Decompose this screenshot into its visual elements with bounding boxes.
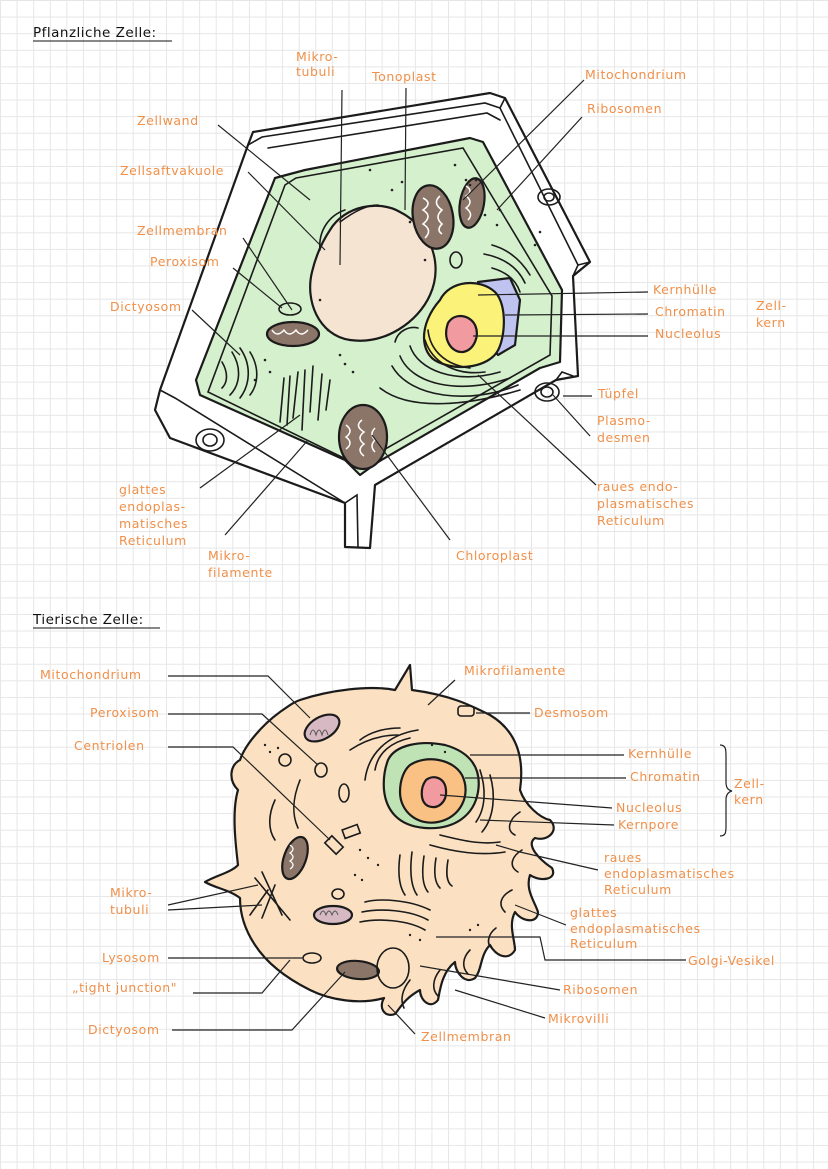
ribosomen-dots (253, 163, 542, 382)
a-label-dictyosom: Dictyosom (88, 1022, 160, 1037)
label-zellwand: Zellwand (137, 113, 199, 128)
peroxisom-animal-3 (278, 753, 292, 767)
raues-er (379, 244, 531, 405)
animal-nucleus (364, 729, 495, 833)
a-label-ribosomen: Ribosomen (563, 982, 638, 997)
mitochondrium (458, 177, 486, 229)
label-peroxisom: Peroxisom (150, 254, 220, 269)
label-chloroplast: Chloroplast (456, 548, 533, 563)
a-label-tight-junction: „tight junction" (72, 980, 177, 995)
plant-cell (153, 79, 649, 550)
label-glattes-er-3: matisches (119, 516, 188, 531)
zellkern-brace (719, 744, 733, 837)
label-chromatin: Chromatin (655, 304, 726, 319)
centriole (323, 834, 345, 856)
tuepfel-pit (537, 188, 561, 206)
peroxisom (278, 302, 302, 316)
a-label-raues-er-1: raues (604, 850, 642, 865)
label-mikrotubuli-1: Mikro- (296, 49, 338, 64)
animal-heading: Tierische Zelle: (32, 612, 144, 628)
label-tonoplast: Tonoplast (371, 69, 437, 84)
tuepfel-pit-2 (534, 382, 560, 402)
a-label-kernhuelle: Kernhülle (628, 746, 692, 761)
label-raues-er-2: plasmatisches (597, 496, 694, 511)
mikrotubuli-animal (249, 871, 291, 921)
golgi-vesikel (376, 947, 410, 989)
label-tuepfel: Tüpfel (597, 386, 639, 401)
label-dictyosom: Dictyosom (110, 299, 182, 314)
label-plasmodesmen-1: Plasmo- (597, 413, 651, 428)
mitochondrium (411, 184, 455, 250)
nucleolus-animal (420, 776, 448, 809)
label-raues-er-3: Reticulum (597, 513, 665, 528)
label-zellsaftvakuole: Zellsaftvakuole (120, 163, 224, 178)
a-label-mikrotubuli-1: Mikro- (110, 885, 152, 900)
tuepfel-pit-3 (195, 428, 225, 452)
a-label-centriolen: Centriolen (74, 738, 145, 753)
raues-er-animal (349, 727, 506, 855)
label-glattes-er-4: Reticulum (119, 533, 187, 548)
a-label-desmosom: Desmosom (534, 705, 609, 720)
a-label-glattes-er-1: glattes (570, 905, 617, 920)
label-mitochondrium: Mitochondrium (585, 67, 687, 82)
label-raues-er-1: raues endo- (597, 479, 678, 494)
animal-cell (167, 663, 733, 1035)
mitochondrium-animal-2 (281, 835, 309, 881)
label-zellkern-2: kern (756, 315, 786, 330)
mitochondrium-animal-4 (335, 959, 381, 981)
mitochondrium-animal (303, 713, 341, 743)
label-zellmembran: Zellmembran (137, 223, 228, 238)
plant-leaders (191, 79, 649, 541)
chloroplast (337, 403, 389, 471)
ribosomen-animal-dots (263, 743, 480, 942)
label-kernhuelle: Kernhülle (653, 282, 717, 297)
a-label-peroxisom: Peroxisom (90, 705, 160, 720)
animal-leaders (167, 675, 686, 1035)
plant-vacuole (309, 204, 437, 342)
a-label-mikrotubuli-2: tubuli (110, 902, 149, 917)
golgi-animal (359, 851, 453, 931)
label-ribosomen: Ribosomen (587, 101, 662, 116)
a-label-raues-er-3: Reticulum (604, 882, 672, 897)
animal-cell-membrane (203, 663, 555, 1016)
label-mikrofilamente-1: Mikro- (208, 548, 250, 563)
label-plasmodesmen-2: desmen (597, 430, 651, 445)
label-glattes-er-1: glattes (119, 482, 166, 497)
a-label-chromatin: Chromatin (630, 769, 701, 784)
lysosom-animal (338, 783, 350, 803)
a-label-kernpore: Kernpore (618, 817, 679, 832)
nucleolus (445, 315, 478, 354)
a-label-mikrofilamente: Mikrofilamente (464, 663, 566, 678)
peroxisom (449, 251, 463, 269)
dictyosom (221, 347, 258, 399)
a-label-zellmembran: Zellmembran (421, 1029, 512, 1044)
peroxisom-animal (314, 762, 328, 778)
label-zellkern-1: Zell- (756, 298, 787, 313)
mitochondrium (265, 320, 321, 348)
a-label-zellkern-2: kern (734, 792, 764, 807)
plant-heading: Pflanzliche Zelle: (33, 25, 157, 41)
a-label-golgi-vesikel: Golgi-Vesikel (688, 953, 775, 968)
animal-labels: Mitochondrium Peroxisom Centriolen Mikro… (40, 663, 775, 1044)
mikrotubuli-bundle (279, 365, 331, 431)
a-label-glattes-er-2: endoplasmatisches (570, 921, 701, 936)
label-mikrofilamente-2: filamente (208, 565, 273, 580)
a-label-mikrovilli: Mikrovilli (548, 1011, 609, 1026)
a-label-mitochondrium: Mitochondrium (40, 667, 142, 682)
label-nucleolus: Nucleolus (655, 326, 721, 341)
a-label-zellkern-1: Zell- (734, 776, 765, 791)
plant-labels: Mikro- tubuli Tonoplast Mitochondrium Ri… (110, 49, 787, 580)
centriole (341, 823, 362, 840)
mitochondrium-animal-3 (312, 904, 354, 926)
a-label-nucleolus: Nucleolus (616, 800, 682, 815)
a-label-lysosom: Lysosom (102, 950, 160, 965)
desmosom (457, 705, 475, 717)
label-glattes-er-2: endoplas- (119, 499, 186, 514)
a-label-glattes-er-3: Reticulum (570, 936, 638, 951)
label-mikrotubuli-2: tubuli (296, 64, 335, 79)
lysosom (302, 952, 322, 964)
a-label-raues-er-2: endoplasmatisches (604, 866, 735, 881)
peroxisom-animal-2 (331, 888, 345, 900)
